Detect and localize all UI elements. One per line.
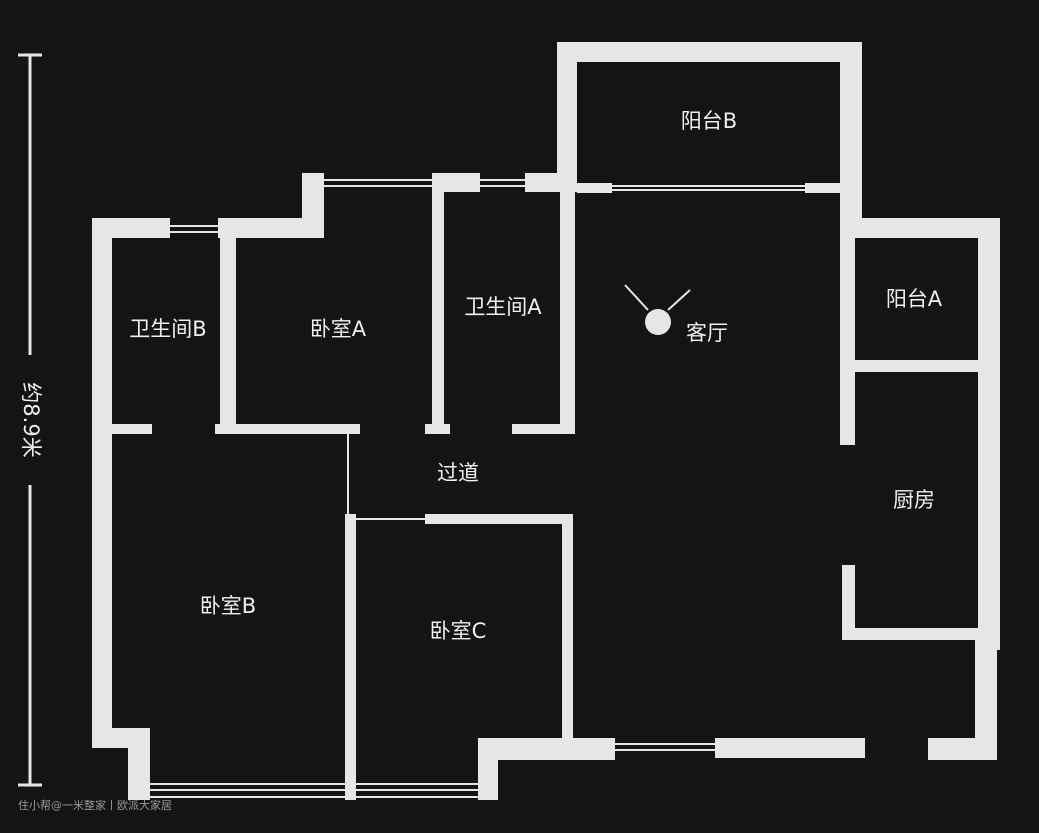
room-bedroom-a: 卧室A [310, 317, 367, 341]
dimension-label: 约8.9米 [19, 382, 43, 457]
room-living-room: 客厅 [686, 321, 728, 345]
room-bedroom-b: 卧室B [200, 594, 256, 618]
room-balcony-a: 阳台A [886, 287, 943, 311]
windows [150, 179, 978, 798]
room-bathroom-a: 卫生间A [464, 295, 542, 319]
room-labels: 阳台B 卫生间B 卧室A 卫生间A 客厅 阳台A 过道 厨房 卧室B 卧室C [129, 109, 943, 643]
room-balcony-b: 阳台B [681, 109, 737, 133]
watermark: 住小帮@一米整家丨欧派大家居 [18, 799, 172, 812]
room-corridor: 过道 [437, 461, 479, 485]
walls [92, 42, 1000, 800]
dimension-line: 约8.9米 [18, 53, 43, 787]
room-bedroom-c: 卧室C [430, 619, 487, 643]
room-kitchen: 厨房 [893, 488, 935, 512]
room-bathroom-b: 卫生间B [129, 317, 206, 341]
